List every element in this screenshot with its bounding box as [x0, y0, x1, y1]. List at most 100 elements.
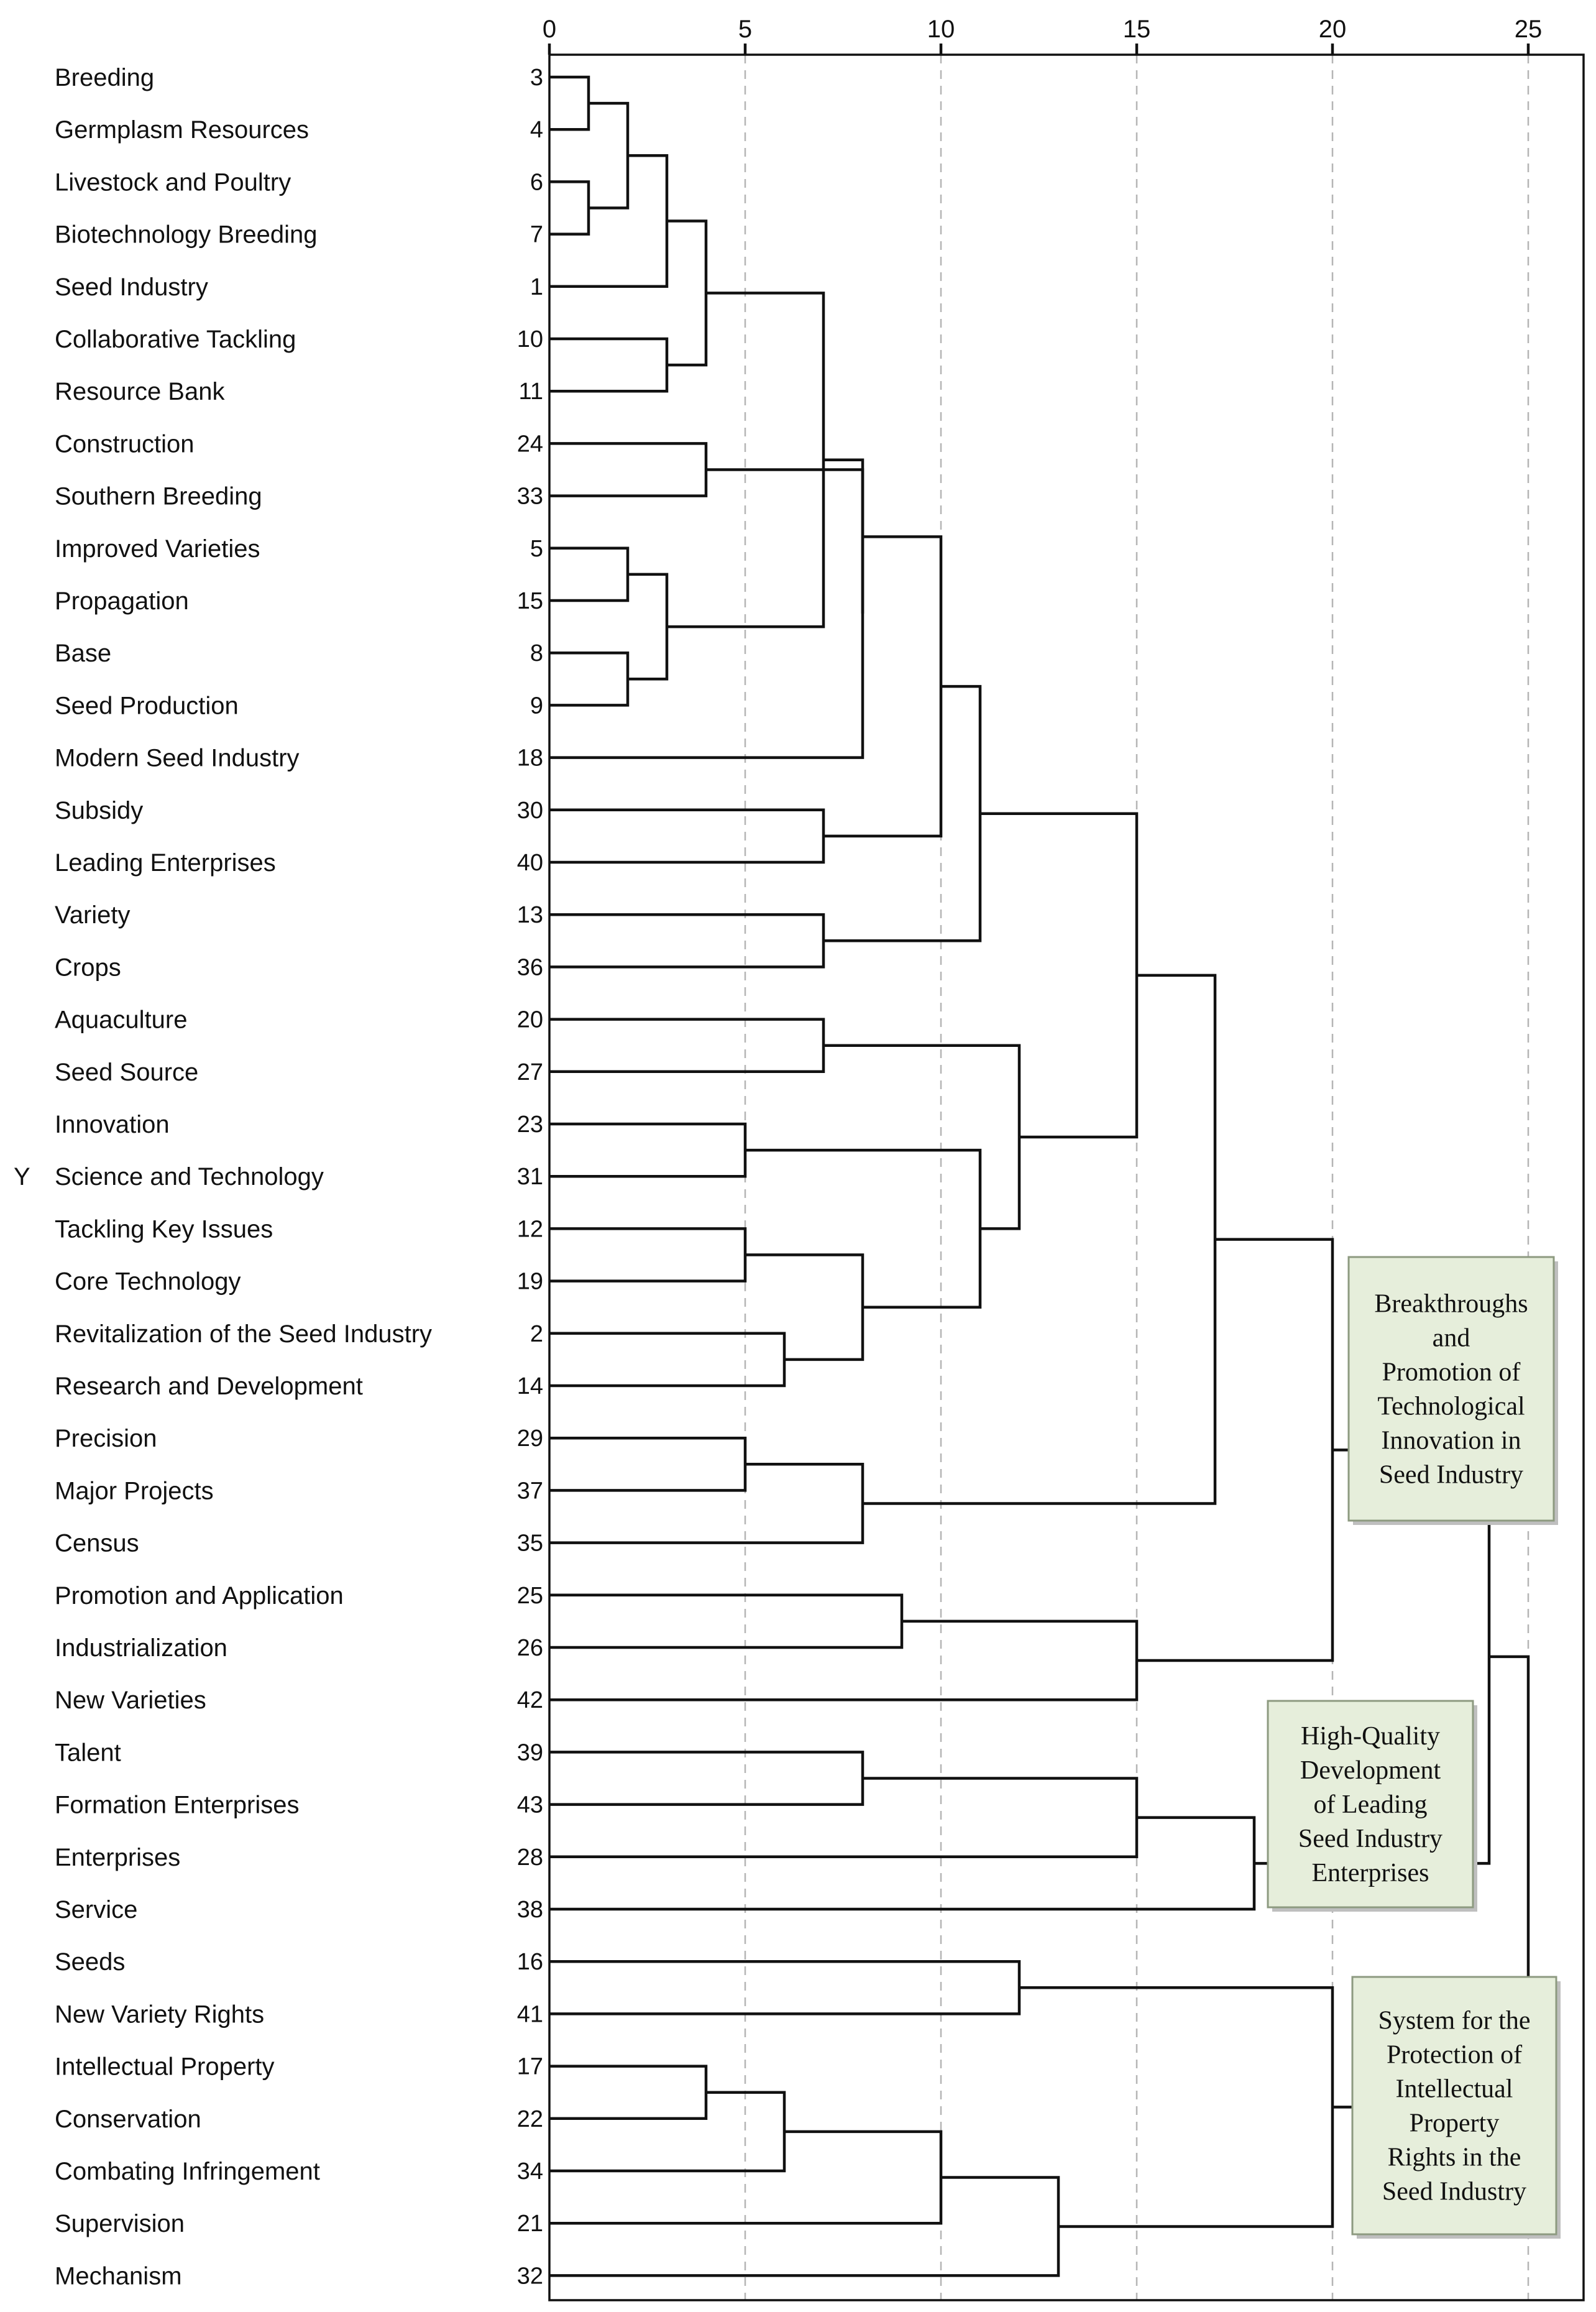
leaf-id: 21	[517, 2211, 543, 2237]
leaf-label: Combating Infringement	[55, 2158, 320, 2185]
leaf-label: Modern Seed Industry	[55, 745, 300, 772]
leaf-ids: 3467110112433515891830401336202723311219…	[517, 65, 543, 2289]
annotation-box	[1351, 1976, 1557, 2236]
leaf-label: Crops	[55, 954, 121, 981]
y-marker: Y	[14, 1163, 30, 1191]
leaf-id: 14	[517, 1373, 543, 1399]
cluster-links	[549, 75, 1530, 2277]
annotation-line: Seed Industry	[1382, 2178, 1526, 2206]
leaf-id: 4	[530, 117, 543, 143]
leaf-label: Research and Development	[55, 1373, 363, 1400]
tick-label: 10	[927, 16, 955, 43]
leaf-label: Construction	[55, 430, 195, 458]
leaf-label: Subsidy	[55, 797, 143, 824]
leaf-id: 28	[517, 1845, 543, 1871]
annotation-line: Property	[1410, 2109, 1500, 2138]
leaf-id: 6	[530, 169, 543, 195]
plot-frame	[548, 53, 1585, 2301]
leaf-id: 36	[517, 954, 543, 980]
gridlines	[744, 55, 1530, 2300]
tick-label: 25	[1515, 16, 1543, 43]
leaf-id: 9	[530, 693, 543, 719]
leaf-label: Innovation	[55, 1111, 170, 1138]
tick-label: 0	[543, 16, 556, 43]
leaf-id: 24	[517, 431, 543, 457]
leaf-id: 43	[517, 1792, 543, 1818]
leaf-label: Core Technology	[55, 1268, 241, 1296]
annotation-line: Rights in the	[1388, 2144, 1521, 2172]
leaf-label: Livestock and Poultry	[55, 168, 291, 196]
leaf-label: Germplasm Resources	[55, 116, 309, 144]
leaf-label: New Varieties	[55, 1687, 206, 1714]
leaf-id: 42	[517, 1687, 543, 1713]
annotation-line: Enterprises	[1312, 1859, 1429, 1887]
leaf-id: 3	[530, 65, 543, 91]
annotation-line: Development	[1300, 1756, 1441, 1785]
leaf-id: 12	[517, 1216, 543, 1242]
annotation-line: Promotion of	[1382, 1358, 1521, 1387]
leaf-label: Variety	[55, 901, 131, 929]
leaf-id: 11	[519, 379, 543, 405]
leaf-id: 26	[517, 1635, 543, 1661]
leaf-label: New Variety Rights	[55, 2001, 264, 2028]
leaf-id: 22	[517, 2106, 543, 2132]
leaf-label: Major Projects	[55, 1477, 214, 1504]
leaf-id: 38	[517, 1897, 543, 1923]
tick-label: 5	[738, 16, 752, 43]
leaf-label: Breeding	[55, 64, 154, 91]
leaf-label: Seed Industry	[55, 274, 208, 301]
leaf-id: 37	[517, 1478, 543, 1504]
leaf-id: 16	[517, 1949, 543, 1975]
annotation-line: Innovation in	[1381, 1427, 1521, 1455]
leaf-id: 13	[517, 902, 543, 928]
leaf-label: Revitalization of the Seed Industry	[55, 1320, 432, 1348]
leaf-id: 40	[517, 850, 543, 876]
annotation-line: High-Quality	[1301, 1722, 1440, 1751]
leaf-id: 17	[517, 2054, 543, 2080]
leaf-id: 27	[517, 1059, 543, 1085]
leaf-id: 8	[530, 640, 543, 666]
leaf-label: Intellectual Property	[55, 2053, 275, 2081]
leaf-id: 18	[517, 745, 543, 771]
leaf-label: Resource Bank	[55, 378, 225, 405]
leaf-id: 32	[517, 2263, 543, 2289]
annotation-line: Protection of	[1387, 2041, 1522, 2070]
annotation-line: System for the	[1378, 2007, 1531, 2035]
leaf-label: Conservation	[55, 2106, 201, 2133]
leaf-label: Supervision	[55, 2210, 185, 2237]
leaf-id: 10	[517, 326, 543, 352]
leaf-label: Talent	[55, 1739, 121, 1766]
leaf-label: Collaborative Tackling	[55, 326, 296, 353]
leaf-label: Propagation	[55, 587, 189, 615]
annotation-line: Seed Industry	[1298, 1825, 1442, 1853]
leaf-label: Base	[55, 640, 111, 667]
annotation-line: of Leading	[1313, 1790, 1427, 1819]
leaf-label: Mechanism	[55, 2262, 182, 2290]
leaf-id: 5	[530, 536, 543, 562]
annotation-line: Breakthroughs	[1374, 1290, 1528, 1319]
leaf-label: Formation Enterprises	[55, 1792, 299, 1819]
leaf-label: Biotechnology Breeding	[55, 221, 318, 249]
leaf-id: 34	[517, 2158, 543, 2185]
annotation-line: and	[1433, 1324, 1470, 1353]
leaf-label: Seed Production	[55, 692, 239, 719]
leaf-label: Enterprises	[55, 1844, 180, 1871]
leaf-label: Census	[55, 1530, 139, 1557]
leaf-id: 19	[517, 1269, 543, 1295]
leaf-label: Service	[55, 1896, 137, 1923]
leaf-id: 29	[517, 1425, 543, 1452]
leaf-label: Improved Varieties	[55, 535, 260, 563]
leaf-id: 2	[530, 1321, 543, 1347]
leaf-id: 41	[517, 2001, 543, 2027]
annotation-line: Intellectual	[1396, 2075, 1513, 2104]
leaf-label: Promotion and Application	[55, 1582, 344, 1610]
cluster-link	[823, 458, 864, 614]
leaf-label: Precision	[55, 1425, 157, 1452]
leaf-id: 20	[517, 1007, 543, 1033]
leaf-id: 7	[530, 222, 543, 248]
